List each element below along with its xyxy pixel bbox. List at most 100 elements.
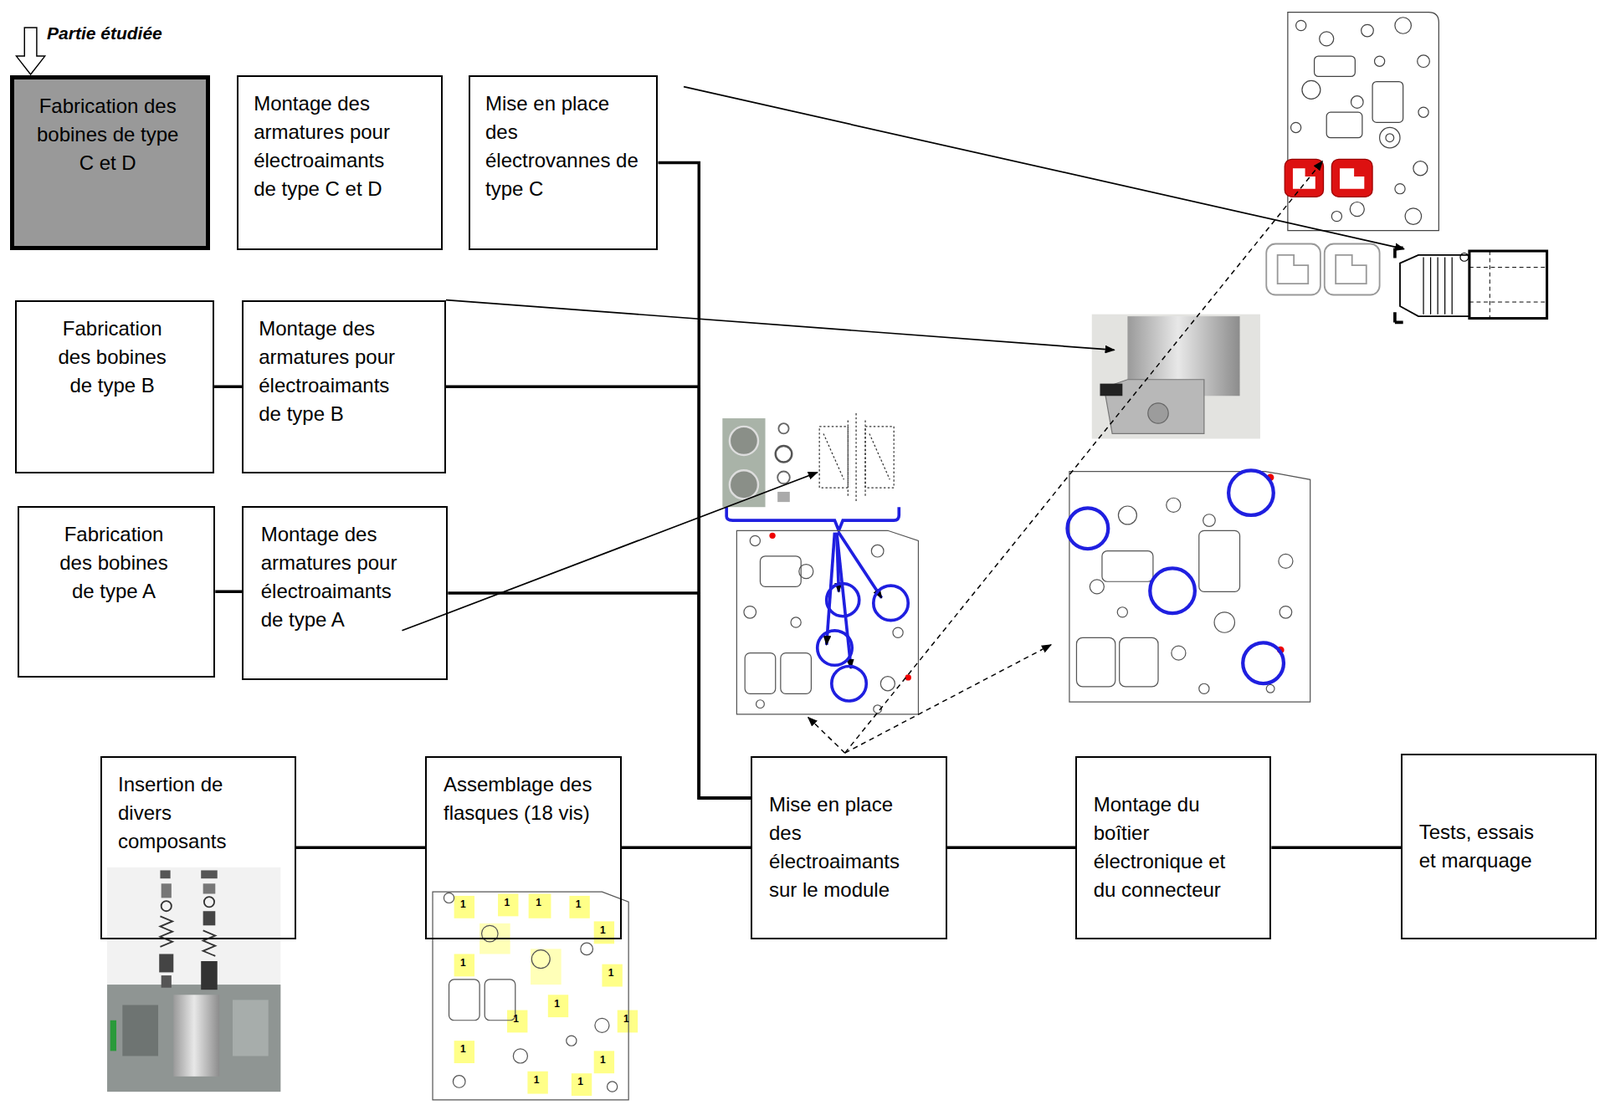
hydraulic-plate-top bbox=[1418, 107, 1429, 118]
hydraulic-plate-right bbox=[1203, 514, 1216, 528]
leader-arrows bbox=[401, 87, 1404, 631]
hydraulic-plate-top bbox=[1417, 55, 1431, 68]
solenoid-valve-seals-red bbox=[1331, 158, 1373, 197]
components-photo bbox=[203, 883, 216, 894]
plate-screw-highlights bbox=[497, 894, 518, 918]
callout-number: 1 bbox=[600, 924, 606, 937]
hydraulic-plate-right bbox=[1166, 497, 1181, 513]
hydraulic-plate-top bbox=[1394, 184, 1406, 195]
callout-number: 1 bbox=[553, 998, 560, 1011]
plate-screw-highlights bbox=[617, 1010, 638, 1034]
plate-assembly-drawing bbox=[607, 1082, 618, 1093]
hydraulic-plate-top bbox=[1319, 31, 1334, 47]
hydraulic-plate-top bbox=[1379, 127, 1400, 148]
hydraulic-plate-right bbox=[1119, 637, 1159, 688]
dashed-leader-arrows bbox=[808, 717, 846, 754]
callout-number: 1 bbox=[575, 898, 582, 911]
hydraulic-plate-middle bbox=[790, 617, 801, 628]
solenoid-valve-drawing bbox=[1394, 247, 1404, 258]
solenoid-valve-seals-grey bbox=[1335, 255, 1367, 284]
flow-connector bbox=[947, 846, 1077, 851]
solenoid-valve-seals-red bbox=[1292, 168, 1316, 189]
callout-number: 1 bbox=[535, 897, 542, 909]
hydraulic-plate-top bbox=[1361, 24, 1375, 37]
box-text: Montage des armatures pour électroaimant… bbox=[261, 520, 415, 635]
hydraulic-plate-right bbox=[1069, 471, 1311, 703]
callout-number: 1 bbox=[600, 1054, 606, 1067]
process-box: Assemblage des flasques (18 vis) bbox=[425, 756, 621, 940]
box-text: Montage des armatures pour électroaimant… bbox=[258, 314, 412, 429]
blue-bracket-and-arrows bbox=[726, 507, 899, 531]
dashed-leader-arrows bbox=[808, 161, 1324, 754]
hydraulic-plate-middle bbox=[756, 700, 765, 709]
hydraulic-plate-top bbox=[1302, 80, 1321, 99]
hydraulic-plate-right bbox=[1102, 551, 1154, 583]
plate-screw-highlights bbox=[454, 1041, 475, 1064]
dashed-leader-arrows bbox=[845, 161, 1324, 754]
process-box: Montage des armatures pour électroaimant… bbox=[241, 506, 448, 682]
solenoid-valve-seals-red bbox=[1339, 168, 1365, 189]
callout-number: 1 bbox=[577, 1076, 584, 1088]
plate-assembly-drawing bbox=[580, 943, 594, 956]
hydraulic-plate-right bbox=[1199, 530, 1241, 592]
solenoid-photo bbox=[1092, 314, 1261, 440]
process-box: Montage du boîtier électronique et du co… bbox=[1075, 756, 1272, 940]
box-text: Tests, essais et marquage bbox=[1419, 818, 1553, 876]
armature-parts-photo bbox=[722, 418, 765, 508]
callout-number: 1 bbox=[460, 898, 467, 911]
flow-connector bbox=[447, 593, 751, 799]
hydraulic-plate-top bbox=[1287, 12, 1439, 231]
plate-screw-highlights bbox=[454, 894, 638, 1098]
hydraulic-plate-middle bbox=[743, 606, 757, 620]
hydraulic-plate-top bbox=[1394, 17, 1412, 35]
solenoid-valve-drawing bbox=[1469, 251, 1548, 319]
plate-screw-highlights bbox=[507, 1010, 528, 1034]
components-photo bbox=[204, 897, 215, 908]
plate-assembly-drawing bbox=[443, 892, 454, 903]
hydraulic-plate-top bbox=[1296, 20, 1307, 31]
hydraulic-plate-right bbox=[1214, 612, 1235, 633]
hydraulic-plate-top bbox=[1405, 208, 1422, 226]
solenoid-valve-drawing bbox=[1469, 251, 1548, 319]
plate-screw-highlights bbox=[569, 896, 590, 919]
hydraulic-plate-top bbox=[1413, 161, 1428, 176]
plate-assembly-drawing bbox=[452, 1076, 466, 1089]
process-box: Fabrication des bobines de type A bbox=[17, 506, 216, 678]
dashed-leader-arrows bbox=[845, 645, 1052, 754]
plate-assembly-drawing bbox=[594, 1018, 610, 1033]
box-text: Fabrication des bobines de type A bbox=[47, 520, 181, 606]
hydraulic-plate-middle bbox=[749, 535, 760, 546]
plate-screw-highlights bbox=[571, 1073, 592, 1097]
plate-screw-highlights bbox=[548, 994, 569, 1018]
blue-bracket-and-arrows bbox=[726, 507, 899, 669]
plate-assembly-drawing bbox=[484, 979, 516, 1021]
studied-process-box: Fabrication des bobines de type C et D bbox=[10, 75, 211, 251]
box-text: Fabrication des bobines de type C et D bbox=[35, 92, 181, 178]
solenoid-valve-seals-grey bbox=[1277, 255, 1309, 284]
hydraulic-plate-top bbox=[1350, 96, 1364, 109]
plate-screw-highlights bbox=[454, 896, 475, 919]
hydraulic-plate-top bbox=[1385, 133, 1395, 143]
flow-connector bbox=[214, 384, 242, 389]
hydraulic-plate-middle bbox=[892, 627, 903, 638]
components-photo bbox=[232, 1000, 269, 1057]
blue-bracket-and-arrows bbox=[836, 533, 852, 669]
armature-parts-photo bbox=[729, 470, 759, 499]
components-photo bbox=[200, 870, 218, 879]
components-photo bbox=[173, 994, 220, 1077]
flow-connector bbox=[657, 162, 751, 799]
blue-circles-right bbox=[1149, 568, 1195, 614]
process-box: Montage des armatures pour électroaimant… bbox=[236, 75, 443, 251]
plate-screw-highlights bbox=[528, 894, 552, 919]
components-photo bbox=[110, 1020, 117, 1052]
plate-screw-highlights bbox=[601, 964, 622, 988]
armature-parts-photo bbox=[729, 426, 759, 456]
solenoid-valve-drawing bbox=[1394, 247, 1548, 323]
plate-screw-highlights bbox=[594, 921, 615, 944]
process-box: Insertion de divers composants bbox=[100, 756, 297, 940]
hydraulic-plate-middle bbox=[905, 674, 912, 681]
blue-circles-right bbox=[1228, 470, 1274, 516]
box-text: Mise en place des électroaimants sur le … bbox=[769, 790, 923, 905]
hydraulic-plate-middle bbox=[736, 530, 918, 715]
